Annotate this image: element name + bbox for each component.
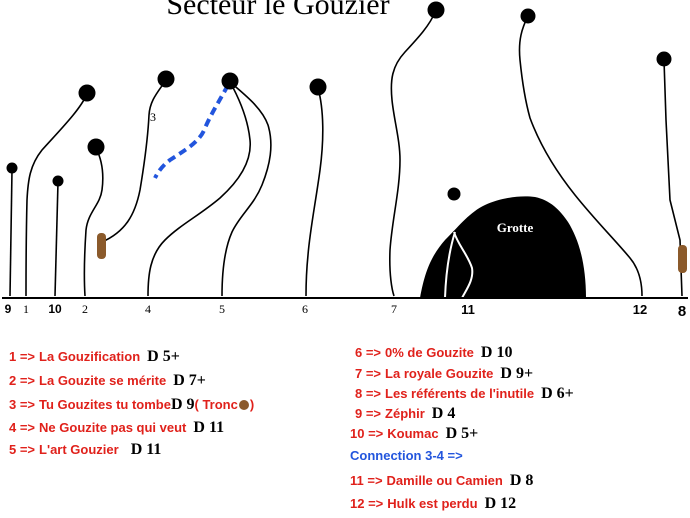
legend-grade: D 5+ [445, 425, 479, 442]
anchor-8 [656, 51, 672, 67]
diagram-title: Secteur le Gouzier [166, 0, 389, 21]
cave-shape [420, 196, 586, 298]
legend-grade: D 12 [484, 495, 517, 512]
baseline-label-2: 2 [82, 302, 88, 316]
baseline-label-12: 12 [633, 302, 647, 317]
anchor-12 [520, 8, 536, 24]
legend-route-name: La royale Gouzite [385, 366, 494, 381]
legend-tronc-note: ( Tronc [194, 397, 238, 412]
legend-grade: D 10 [480, 344, 513, 361]
legend-grade: D 9+ [500, 365, 534, 382]
legend-route-name: L'art Gouzier [39, 442, 119, 457]
baseline-label-10: 10 [48, 302, 62, 316]
baseline-label-8: 8 [678, 303, 686, 320]
legend-num: 11 => [350, 473, 383, 488]
anchor-4-5 [221, 72, 239, 90]
connection-label: Connection 3-4 => [350, 448, 463, 463]
legend-item-4: 4 => Ne Gouzite pas qui veut D 11 [9, 420, 224, 436]
tronc-marker-right [678, 245, 687, 273]
route-12-line [518, 15, 643, 297]
legend-item-10: 10 => Koumac D 5+ [350, 426, 478, 442]
route-3-line [101, 79, 167, 243]
legend-item-9: 9 => Zéphir D 4 [355, 406, 455, 422]
legend-item-11: 11 => Damille ou Camien D 8 [350, 473, 533, 489]
route-6-line [305, 87, 324, 297]
legend-grade: D 9 [170, 396, 195, 413]
legend-grade: D 11 [130, 441, 162, 458]
legend-route-name: Koumac [387, 426, 439, 441]
legend-item-2: 2 => La Gouzite se mérite D 7+ [9, 373, 206, 389]
route-11-branch [444, 231, 456, 299]
legend-num: 1 => [9, 349, 36, 364]
tronc-marker-left [97, 233, 106, 259]
route-4-line [147, 81, 251, 297]
legend-num: 10 => [350, 426, 384, 441]
anchor-11 [447, 187, 461, 201]
baseline-label-9: 9 [5, 302, 12, 316]
legend-grade: D 8 [509, 472, 534, 489]
legend-num: 6 => [355, 345, 382, 360]
connection-3-4-line [153, 84, 230, 179]
legend-num: 7 => [355, 366, 382, 381]
legend-route-name: Tu Gouzites tu tombe [39, 397, 171, 412]
baseline-label-6: 6 [302, 302, 308, 316]
legend-route-name: Zéphir [385, 406, 425, 421]
legend-route-name: Damille ou Camien [386, 473, 503, 488]
legend-route-name: Hulk est perdu [387, 496, 478, 511]
legend-num: 2 => [9, 373, 36, 388]
baseline-label-4: 4 [145, 302, 151, 316]
route-10-line [54, 181, 59, 297]
baseline-label-7: 7 [391, 302, 397, 316]
anchor-9 [6, 162, 18, 174]
legend-route-name: 0% de Gouzite [385, 345, 474, 360]
legend-num: 9 => [355, 406, 382, 421]
route-7-line [389, 11, 436, 297]
legend-num: 3 => [9, 397, 36, 412]
anchor-2 [87, 138, 105, 156]
legend-item-1: 1 => La Gouzification D 5+ [9, 349, 180, 365]
anchor-6 [309, 78, 327, 96]
legend-grade: D 4 [431, 405, 456, 422]
legend-grade: D 11 [193, 419, 225, 436]
legend-num: 4 => [9, 420, 36, 435]
legend-grade: D 5+ [147, 348, 180, 365]
route-5-line [221, 81, 272, 297]
legend-item-5: 5 => L'art Gouzier D 11 [9, 442, 161, 458]
route-9-line [9, 169, 13, 297]
route-3-number: 3 [150, 110, 156, 124]
legend-connection: Connection 3-4 => [350, 448, 463, 464]
legend-item-12: 12 => Hulk est perdu D 12 [350, 496, 516, 512]
legend-num: 5 => [9, 442, 36, 457]
baseline-label-11: 11 [461, 302, 475, 317]
legend-item-6: 6 => 0% de Gouzite D 10 [355, 345, 512, 361]
anchor-7 [427, 1, 445, 19]
legend-num: 12 => [350, 496, 384, 511]
legend-grade: D 6+ [541, 385, 574, 402]
route-1-line [25, 93, 88, 297]
legend-route-name: Ne Gouzite pas qui veut [39, 420, 187, 435]
anchor-1 [78, 84, 96, 102]
legend-route-name: La Gouzification [39, 349, 141, 364]
baseline-label-5: 5 [219, 302, 225, 316]
tronc-dot-icon [238, 400, 249, 411]
route-2-line [83, 147, 104, 297]
anchor-10 [52, 175, 64, 187]
anchor-3 [157, 70, 175, 88]
baseline-label-1: 1 [23, 302, 29, 316]
legend-grade: D 7+ [173, 372, 206, 389]
legend-num: 8 => [355, 386, 382, 401]
route-11-line [453, 231, 474, 299]
cave-label: Grotte [497, 220, 534, 235]
legend-tronc-close: ) [249, 397, 255, 412]
legend-route-name: La Gouzite se mérite [39, 373, 167, 388]
legend-route-name: Les référents de l'inutile [385, 386, 535, 401]
legend-item-7: 7 => La royale Gouzite D 9+ [355, 366, 533, 382]
legend-item-3: 3 => Tu Gouzites tu tombeD 9( Tronc) [9, 397, 254, 413]
legend-item-8: 8 => Les référents de l'inutile D 6+ [355, 386, 574, 402]
